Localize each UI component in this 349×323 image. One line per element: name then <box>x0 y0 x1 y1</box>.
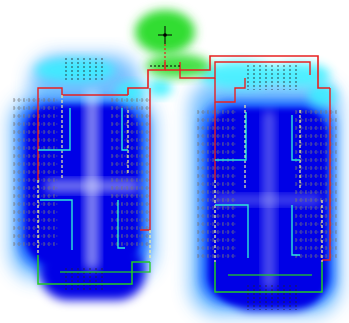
white-core <box>212 195 322 205</box>
loop-wire <box>37 255 150 285</box>
cyan-glow <box>116 82 144 102</box>
loop-wire <box>214 262 323 293</box>
trunk-wire <box>37 87 128 180</box>
branch-wire <box>117 200 125 249</box>
trunk-wire <box>214 78 246 103</box>
cyan-glow <box>35 58 115 82</box>
white-core <box>45 180 140 192</box>
trunk-wire <box>165 55 330 89</box>
branch-wire <box>215 204 249 258</box>
branch-wire <box>38 108 71 151</box>
branch-wire <box>291 115 300 161</box>
cyan-glow <box>148 79 172 97</box>
terminal-layer <box>13 58 338 310</box>
crosshair-marker-icon <box>163 33 167 37</box>
branch-wire <box>121 108 128 151</box>
source-marker-layer <box>150 26 180 67</box>
cyan-glow <box>200 61 280 89</box>
cyan-glow <box>308 83 336 107</box>
cyan-glow <box>270 63 330 87</box>
trunk-wire <box>322 88 331 261</box>
wire-layer <box>37 40 331 293</box>
trunk-wire <box>179 61 311 79</box>
trunk-wire <box>127 62 166 95</box>
branch-wire <box>40 199 73 250</box>
branch-wire <box>215 112 247 161</box>
branch-wire <box>291 205 300 256</box>
loop-wire <box>60 262 151 273</box>
